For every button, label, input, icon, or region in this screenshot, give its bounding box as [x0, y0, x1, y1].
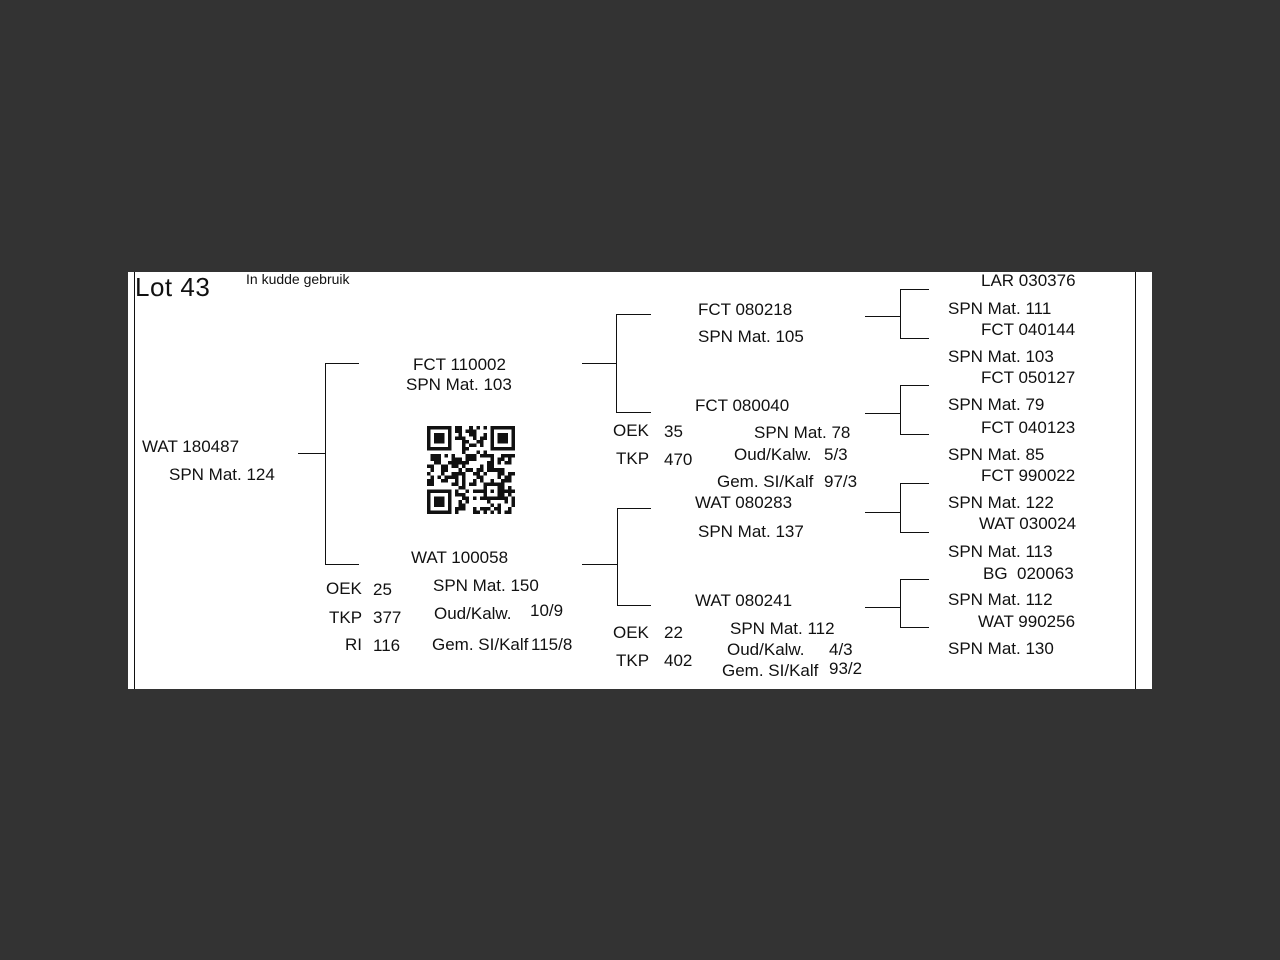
- dam-gem-label: Gem. SI/Kalf: [432, 635, 529, 654]
- sd-mat: SPN Mat. 78: [754, 423, 851, 442]
- gen4-mat-3: SPN Mat. 79: [948, 395, 1045, 414]
- pedigree-lines: [134, 272, 1136, 689]
- ss-mat: SPN Mat. 105: [698, 327, 804, 346]
- sd-oek-label: OEK: [613, 421, 649, 440]
- dam-id: WAT 100058: [411, 548, 509, 567]
- pedigree-sheet: Lot 43 In kudde gebruik WAT 180487 SPN M…: [128, 272, 1152, 689]
- usage-status: In kudde gebruik: [246, 272, 350, 287]
- dd-mat: SPN Mat. 112: [730, 619, 835, 638]
- dam-oek-label: OEK: [326, 579, 362, 598]
- sd-id: FCT 080040: [695, 396, 790, 415]
- sd-oek-value: 35: [664, 422, 683, 441]
- dam-ri-value: 116: [373, 636, 401, 655]
- gen4-id-1: LAR 030376: [981, 272, 1076, 290]
- gen4-mat-2: SPN Mat. 103: [948, 347, 1054, 366]
- ss-id: FCT 080218: [698, 300, 793, 319]
- gen4-id-5: FCT 990022: [981, 466, 1076, 485]
- ds-id: WAT 080283: [695, 493, 793, 512]
- subject-id: WAT 180487: [142, 437, 240, 456]
- sd-tkp-label: TKP: [616, 449, 650, 468]
- dam-ri-label: RI: [345, 635, 362, 654]
- gen4-id-7: BG 020063: [983, 564, 1074, 583]
- dd-tkp-value: 402: [664, 651, 693, 670]
- dd-gem-value: 93/2: [829, 659, 863, 678]
- sd-oud-value: 5/3: [824, 445, 848, 464]
- dam-tkp-value: 377: [373, 608, 402, 627]
- gen4-mat-4: SPN Mat. 85: [948, 445, 1045, 464]
- dam-oek-value: 25: [373, 580, 392, 599]
- gen4-id-2: FCT 040144: [981, 320, 1076, 339]
- gen4-mat-7: SPN Mat. 112: [948, 590, 1053, 609]
- gen4-id-4: FCT 040123: [981, 418, 1076, 437]
- sd-oud-label: Oud/Kalw.: [734, 445, 812, 464]
- sire-id: FCT 110002: [413, 355, 506, 374]
- sd-gem-value: 97/3: [824, 472, 858, 491]
- lot-title: Lot 43: [135, 272, 211, 302]
- dd-gem-label: Gem. SI/Kalf: [722, 661, 819, 680]
- gen4-id-6: WAT 030024: [979, 514, 1077, 533]
- dam-gem-value: 115/8: [531, 635, 573, 654]
- gen4-id-3: FCT 050127: [981, 368, 1076, 387]
- dd-id: WAT 080241: [695, 591, 793, 610]
- dd-tkp-label: TKP: [616, 651, 650, 670]
- subject-mat: SPN Mat. 124: [169, 465, 275, 484]
- qr-code: [427, 426, 515, 514]
- gen4-mat-1: SPN Mat. 111: [948, 299, 1052, 318]
- ds-mat: SPN Mat. 137: [698, 522, 804, 541]
- dd-oud-label: Oud/Kalw.: [727, 640, 805, 659]
- gen4-mat-5: SPN Mat. 122: [948, 493, 1054, 512]
- dd-oud-value: 4/3: [829, 640, 853, 659]
- sd-tkp-value: 470: [664, 450, 693, 469]
- gen4-id-8: WAT 990256: [978, 612, 1076, 631]
- dd-oek-label: OEK: [613, 623, 649, 642]
- sire-mat: SPN Mat. 103: [406, 375, 512, 394]
- dam-oud-label: Oud/Kalw.: [434, 604, 512, 623]
- sd-gem-label: Gem. SI/Kalf: [717, 472, 814, 491]
- dd-oek-value: 22: [664, 623, 683, 642]
- gen4-mat-6: SPN Mat. 113: [948, 542, 1053, 561]
- dam-tkp-label: TKP: [329, 608, 363, 627]
- dam-mat: SPN Mat. 150: [433, 576, 539, 595]
- gen4-mat-8: SPN Mat. 130: [948, 639, 1054, 658]
- dam-oud-value: 10/9: [530, 601, 564, 620]
